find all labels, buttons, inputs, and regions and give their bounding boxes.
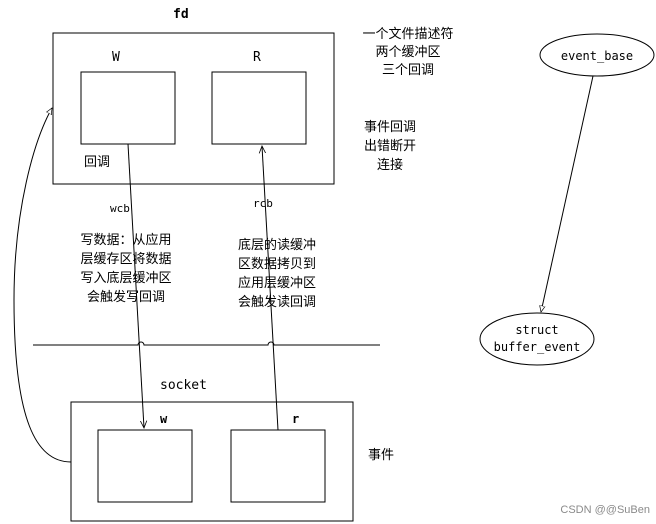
read-note-line: 区数据拷贝到 bbox=[238, 257, 316, 272]
rcb-arrow bbox=[262, 146, 279, 431]
event-base-to-bufferevent-arrow bbox=[541, 75, 594, 312]
wcb-label: wcb bbox=[110, 202, 130, 215]
event-note-line: 连接 bbox=[377, 157, 403, 173]
fd-note-line: 一个文件描述符 bbox=[362, 26, 453, 42]
event-callback-arrow bbox=[13, 108, 72, 463]
watermark: CSDN @@SuBen bbox=[560, 504, 650, 516]
socket-note: 事件 bbox=[368, 448, 394, 463]
fd-note-line: 三个回调 bbox=[382, 63, 434, 78]
event-note: 事件回调 出错断开 连接 bbox=[364, 120, 416, 173]
read-note: 底层的读缓冲 区数据拷贝到 应用层缓冲区 会触发读回调 bbox=[238, 237, 316, 310]
event-base-label: event_base bbox=[561, 49, 633, 63]
wcb-arrow bbox=[127, 143, 144, 428]
bufferevent-node bbox=[479, 312, 595, 366]
socket-write-buffer bbox=[97, 429, 193, 503]
socket-read-label: r bbox=[292, 412, 299, 426]
fd-note-line: 两个缓冲区 bbox=[375, 45, 440, 60]
bufferevent-label: struct bbox=[515, 323, 558, 337]
read-note-line: 应用层缓冲区 bbox=[238, 275, 316, 291]
fd-write-buffer bbox=[80, 71, 176, 145]
fd-read-label: R bbox=[253, 50, 261, 65]
write-note-line: 层缓存区将数据 bbox=[80, 252, 171, 267]
fd-note: 一个文件描述符 两个缓冲区 三个回调 bbox=[362, 26, 453, 78]
kernel-boundary-line bbox=[33, 341, 380, 346]
write-note-line: 会触发写回调 bbox=[87, 289, 165, 305]
write-note-line: 写入底层缓冲区 bbox=[80, 270, 171, 286]
fd-label: fd bbox=[173, 7, 189, 22]
fd-read-buffer bbox=[211, 71, 307, 145]
write-note-line: 写数据：从应用 bbox=[80, 232, 171, 248]
event-note-line: 出错断开 bbox=[364, 139, 416, 154]
event-note-line: 事件回调 bbox=[364, 120, 416, 135]
socket-read-buffer bbox=[230, 429, 326, 503]
fd-write-label: W bbox=[112, 50, 120, 65]
rcb-label: rcb bbox=[253, 197, 273, 210]
write-note: 写数据：从应用 层缓存区将数据 写入底层缓冲区 会触发写回调 bbox=[80, 232, 171, 305]
bufferevent-label: buffer_event bbox=[494, 340, 581, 354]
event-base-node bbox=[539, 33, 655, 77]
read-note-line: 会触发读回调 bbox=[238, 294, 316, 310]
socket-write-label: w bbox=[160, 412, 168, 426]
fd-box bbox=[52, 32, 335, 185]
fd-callback-label: 回调 bbox=[84, 155, 110, 170]
read-note-line: 底层的读缓冲 bbox=[238, 237, 316, 253]
socket-label: socket bbox=[160, 378, 207, 393]
socket-box bbox=[70, 401, 354, 522]
